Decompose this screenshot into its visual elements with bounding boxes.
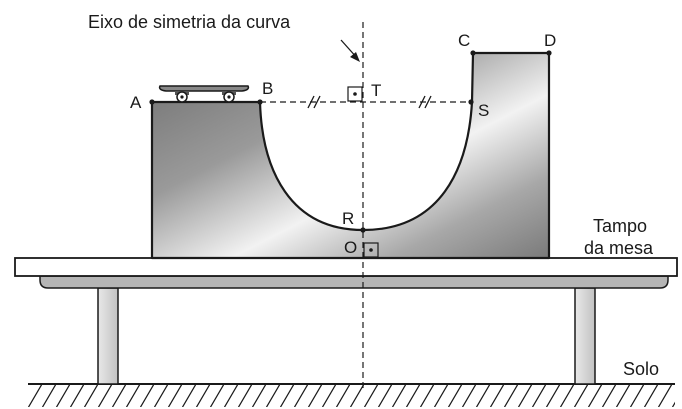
half-pipe-ramp [150,51,551,260]
point-s-dot [468,99,474,105]
ground-hatching [28,385,675,407]
ground [28,383,675,407]
point-s-label: S [478,101,489,120]
point-t-label: T [371,81,381,100]
point-a-dot [149,99,155,105]
table-leg-right [574,287,596,385]
point-b-label: B [262,79,273,98]
table-leg-left [97,287,119,385]
point-r-label: R [342,209,354,228]
ground-label: Solo [623,359,659,379]
point-c-label: C [458,31,470,50]
point-d-dot [546,50,552,56]
table-top [14,257,678,277]
table-apron [39,275,669,289]
table-top-label-line2: da mesa [584,238,654,258]
point-a-label: A [130,93,142,112]
equal-length-ticks-left [307,95,321,109]
point-o-label: O [344,238,357,257]
axis-title: Eixo de simetria da curva [88,12,291,32]
point-c-dot [470,50,476,56]
skateboard [158,85,250,103]
axis-label-arrow [340,39,360,62]
point-r-dot [360,227,366,233]
point-b-dot [257,99,263,105]
right-angle-marker-t [347,86,363,102]
skateboard-deck [158,85,250,92]
table-top-label-line1: Tampo [593,216,647,236]
equal-length-ticks-right [418,95,432,109]
right-angle-marker-o [363,242,379,258]
point-d-label: D [544,31,556,50]
